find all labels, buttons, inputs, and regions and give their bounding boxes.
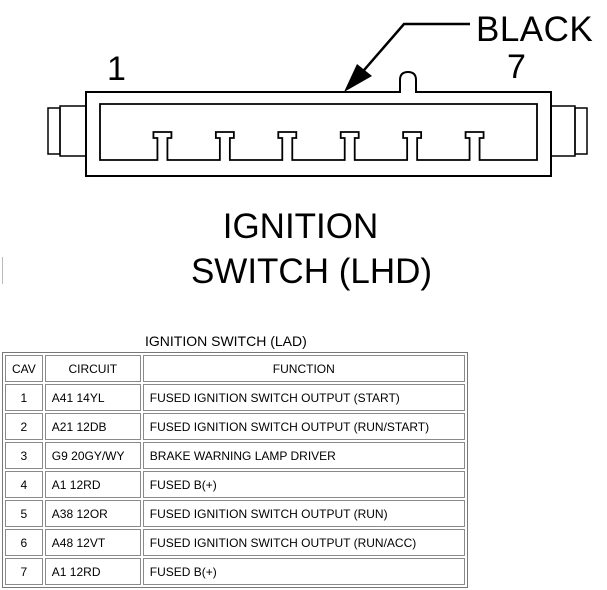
cell-cav: 7 — [5, 558, 43, 585]
terminal-slots — [99, 103, 538, 161]
cell-function: FUSED IGNITION SWITCH OUTPUT (RUN) — [142, 500, 465, 527]
table-row: 2 A21 12DB FUSED IGNITION SWITCH OUTPUT … — [5, 413, 465, 440]
table-row: 5 A38 12OR FUSED IGNITION SWITCH OUTPUT … — [5, 500, 465, 527]
color-leader-arrow — [344, 22, 470, 92]
header-function: FUNCTION — [142, 355, 465, 382]
cell-circuit: G9 20GY/WY — [44, 442, 141, 469]
cell-function: FUSED IGNITION SWITCH OUTPUT (RUN/START) — [142, 413, 465, 440]
cell-function: FUSED B(+) — [142, 471, 465, 498]
cell-cav: 2 — [5, 413, 43, 440]
cell-function: FUSED IGNITION SWITCH OUTPUT (RUN/ACC) — [142, 529, 465, 556]
cell-cav: 1 — [5, 384, 43, 411]
connector-drawing — [47, 22, 588, 177]
pinout-table: CAV CIRCUIT FUNCTION 1 A41 14YL FUSED IG… — [2, 352, 468, 588]
header-cav: CAV — [5, 355, 43, 382]
connector-color-label: BLACK — [476, 10, 594, 49]
cell-circuit: A38 12OR — [44, 500, 141, 527]
table-row: 1 A41 14YL FUSED IGNITION SWITCH OUTPUT … — [5, 384, 465, 411]
cell-circuit: A1 12RD — [44, 471, 141, 498]
cell-cav: 5 — [5, 500, 43, 527]
cell-circuit: A48 12VT — [44, 529, 141, 556]
table-row: 7 A1 12RD FUSED B(+) — [5, 558, 465, 585]
cell-circuit: A21 12DB — [44, 413, 141, 440]
connector-caption-line2: SWITCH (LHD) — [190, 252, 433, 291]
right-latch-tab — [550, 105, 576, 157]
right-latch-tab — [574, 107, 588, 155]
pin-7-label: 7 — [507, 48, 526, 86]
left-latch-tab — [47, 107, 61, 155]
edge-mark — [2, 257, 3, 284]
table-row: 4 A1 12RD FUSED B(+) — [5, 471, 465, 498]
pin-1-label: 1 — [107, 50, 126, 88]
connector-caption-line1: IGNITION — [222, 207, 379, 246]
table-title: IGNITION SWITCH (LAD) — [145, 333, 307, 349]
table-header-row: CAV CIRCUIT FUNCTION — [5, 355, 465, 382]
left-latch-tab — [59, 105, 87, 157]
cell-cav: 6 — [5, 529, 43, 556]
cell-function: BRAKE WARNING LAMP DRIVER — [142, 442, 465, 469]
table-row: 6 A48 12VT FUSED IGNITION SWITCH OUTPUT … — [5, 529, 465, 556]
cell-function: FUSED B(+) — [142, 558, 465, 585]
connector-housing — [85, 70, 552, 177]
cell-function: FUSED IGNITION SWITCH OUTPUT (START) — [142, 384, 465, 411]
table-row: 3 G9 20GY/WY BRAKE WARNING LAMP DRIVER — [5, 442, 465, 469]
cell-circuit: A41 14YL — [44, 384, 141, 411]
cell-circuit: A1 12RD — [44, 558, 141, 585]
cell-cav: 4 — [5, 471, 43, 498]
header-circuit: CIRCUIT — [44, 355, 141, 382]
cell-cav: 3 — [5, 442, 43, 469]
